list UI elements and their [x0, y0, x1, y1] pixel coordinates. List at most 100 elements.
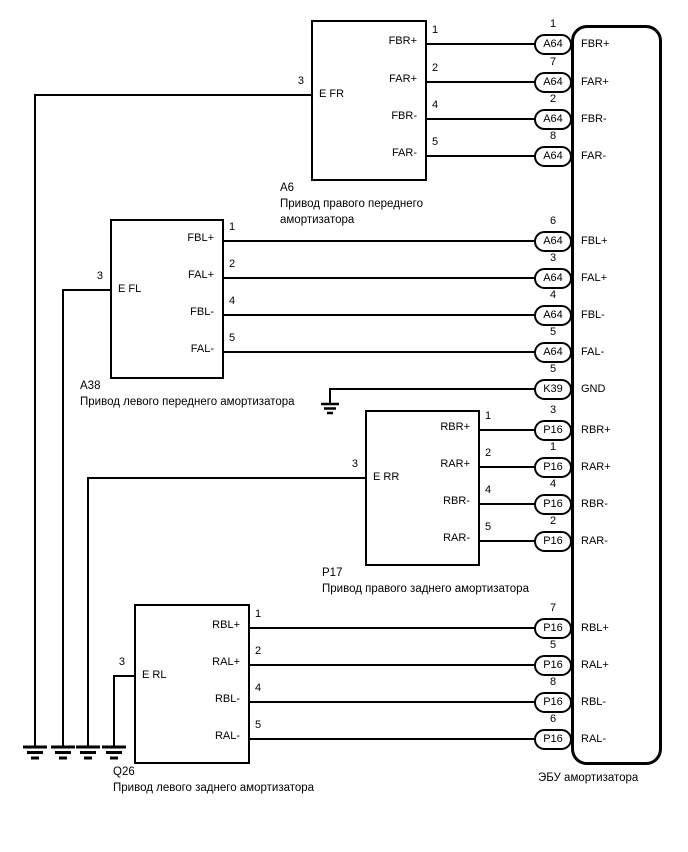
- ground-icon: [321, 402, 339, 415]
- connector-oval: P16: [534, 420, 572, 441]
- connector-oval: P16: [534, 692, 572, 713]
- component-pin-number: 4: [255, 682, 262, 694]
- component-pin-label: FBL-: [190, 306, 214, 318]
- component-desc: Привод левого переднего амортизатора: [80, 396, 295, 408]
- ground-pin-label: E FR: [319, 88, 345, 100]
- component-box-p17: [365, 410, 480, 566]
- component-pin-number: 1: [229, 221, 236, 233]
- ecu-pin-number: 2: [549, 515, 557, 527]
- component-pin-number: 2: [485, 447, 492, 459]
- ground-pin-number: 3: [118, 656, 125, 668]
- connector-oval: P16: [534, 457, 572, 478]
- ecu-signal-label: FAR-: [581, 150, 607, 162]
- component-pin-label: FAL+: [188, 269, 214, 281]
- component-pin-label: RAR+: [440, 458, 470, 470]
- connector-oval: A64: [534, 231, 572, 252]
- ground-icon: [102, 745, 126, 760]
- ecu-pin-number: 6: [549, 215, 557, 227]
- connector-oval: K39: [534, 379, 572, 400]
- ecu-pin-number: 7: [549, 56, 557, 68]
- connector-oval: P16: [534, 655, 572, 676]
- component-pin-number: 5: [485, 521, 492, 533]
- ecu-pin-number: 3: [549, 404, 557, 416]
- ecu-signal-label: FBL-: [581, 309, 605, 321]
- component-pin-number: 1: [485, 410, 492, 422]
- ecu-signal-label: FBR-: [581, 113, 607, 125]
- component-desc: Привод правого заднего амортизатора: [322, 583, 529, 595]
- connector-oval: A64: [534, 342, 572, 363]
- ecu-pin-number: 7: [549, 602, 557, 614]
- component-box-q26: [134, 604, 250, 764]
- component-pin-label: RBL+: [212, 619, 240, 631]
- component-desc: Привод правого переднего: [280, 198, 423, 210]
- component-pin-number: 5: [255, 719, 262, 731]
- ecu-pin-number: 5: [549, 326, 557, 338]
- connector-oval: A64: [534, 72, 572, 93]
- ecu-signal-label: RAL+: [581, 659, 609, 671]
- ecu-signal-label: FBR+: [581, 38, 610, 50]
- component-pin-number: 5: [229, 332, 236, 344]
- component-ref: P17: [322, 567, 343, 579]
- connector-oval: P16: [534, 531, 572, 552]
- connector-oval: P16: [534, 729, 572, 750]
- component-pin-label: FAL-: [190, 343, 214, 355]
- ecu-signal-label: RAR-: [581, 535, 608, 547]
- ecu-box: [571, 25, 662, 765]
- ecu-pin-number: 6: [549, 713, 557, 725]
- component-pin-number: 2: [255, 645, 262, 657]
- component-pin-label: FBR-: [391, 110, 417, 122]
- ecu-pin-number: 4: [549, 478, 557, 490]
- component-box-a38: [110, 219, 224, 379]
- component-pin-label: RAL-: [214, 730, 240, 742]
- component-pin-label: FBL+: [187, 232, 214, 244]
- component-ref: A38: [80, 380, 101, 392]
- component-pin-number: 1: [255, 608, 262, 620]
- component-pin-number: 1: [432, 24, 439, 36]
- component-pin-number: 2: [229, 258, 236, 270]
- ground-pin-number: 3: [297, 75, 304, 87]
- component-pin-number: 4: [432, 99, 439, 111]
- connector-oval: A64: [534, 146, 572, 167]
- connector-oval: A64: [534, 305, 572, 326]
- ecu-signal-label: RBL+: [581, 622, 609, 634]
- ecu-pin-number: 1: [549, 441, 557, 453]
- ecu-label: ЭБУ амортизатора: [538, 772, 639, 784]
- connector-oval: P16: [534, 494, 572, 515]
- component-pin-label: RAL+: [212, 656, 240, 668]
- ecu-pin-number: 8: [549, 676, 557, 688]
- ecu-signal-label: RBR+: [581, 424, 611, 436]
- ecu-pin-number: 1: [549, 18, 557, 30]
- ecu-signal-label: GND: [581, 383, 606, 395]
- ecu-signal-label: RAR+: [581, 461, 611, 473]
- component-pin-label: FAR+: [389, 73, 417, 85]
- ecu-signal-label: RBR-: [581, 498, 608, 510]
- component-pin-number: 5: [432, 136, 439, 148]
- component-pin-label: RAR-: [443, 532, 470, 544]
- ecu-signal-label: FAL-: [581, 346, 605, 358]
- ecu-pin-number: 4: [549, 289, 557, 301]
- ground-icon: [51, 745, 75, 760]
- ground-icon: [76, 745, 100, 760]
- ground-pin-number: 3: [96, 270, 103, 282]
- component-pin-label: FAR-: [391, 147, 417, 159]
- connector-oval: P16: [534, 618, 572, 639]
- component-ref: Q26: [113, 766, 135, 778]
- ground-pin-number: 3: [351, 458, 358, 470]
- ecu-signal-label: FAL+: [581, 272, 607, 284]
- component-pin-label: RBR-: [443, 495, 470, 507]
- ground-pin-label: E FL: [118, 283, 142, 295]
- connector-oval: A64: [534, 109, 572, 130]
- component-desc: амортизатора: [280, 214, 355, 226]
- ecu-signal-label: FBL+: [581, 235, 608, 247]
- component-box-a6: [311, 20, 427, 181]
- component-pin-number: 4: [229, 295, 236, 307]
- component-pin-label: RBR+: [440, 421, 470, 433]
- component-ref: A6: [280, 182, 295, 194]
- ecu-signal-label: RBL-: [581, 696, 607, 708]
- ecu-pin-number: 5: [549, 639, 557, 651]
- ecu-signal-label: RAL-: [581, 733, 607, 745]
- ground-pin-label: E RL: [142, 669, 167, 681]
- ecu-signal-label: FAR+: [581, 76, 609, 88]
